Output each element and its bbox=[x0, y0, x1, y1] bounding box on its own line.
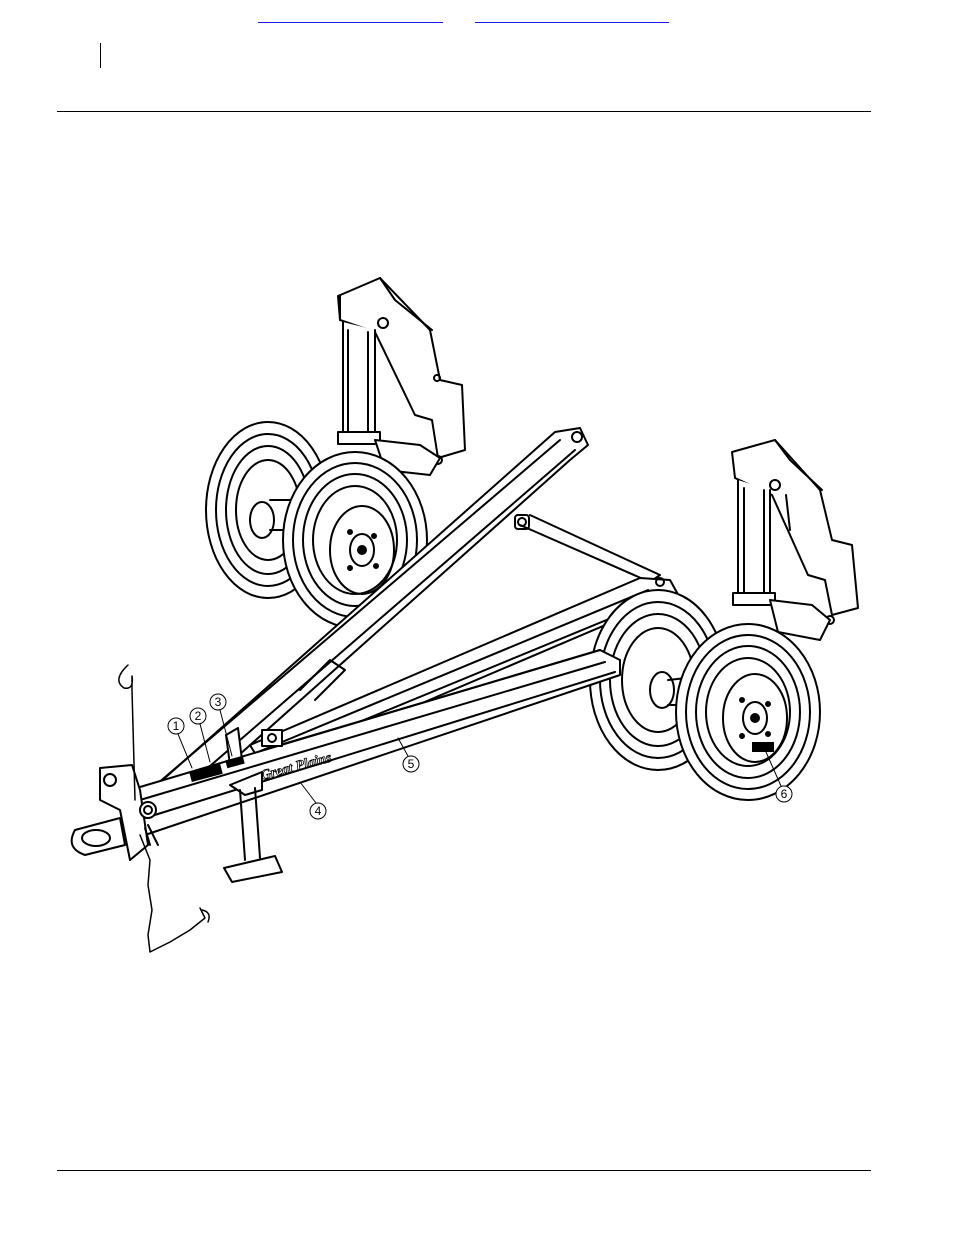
svg-text:1: 1 bbox=[173, 719, 180, 733]
callout-4: 4 bbox=[300, 782, 326, 819]
footer-rule bbox=[57, 1170, 871, 1171]
svg-text:4: 4 bbox=[315, 804, 322, 818]
svg-text:5: 5 bbox=[408, 757, 415, 771]
callout-1: 1 bbox=[168, 718, 192, 768]
wing-bracket-left bbox=[338, 278, 465, 475]
wing-bracket-right bbox=[732, 440, 858, 640]
svg-text:3: 3 bbox=[215, 695, 222, 709]
svg-text:6: 6 bbox=[781, 787, 788, 801]
svg-text:2: 2 bbox=[195, 709, 202, 723]
